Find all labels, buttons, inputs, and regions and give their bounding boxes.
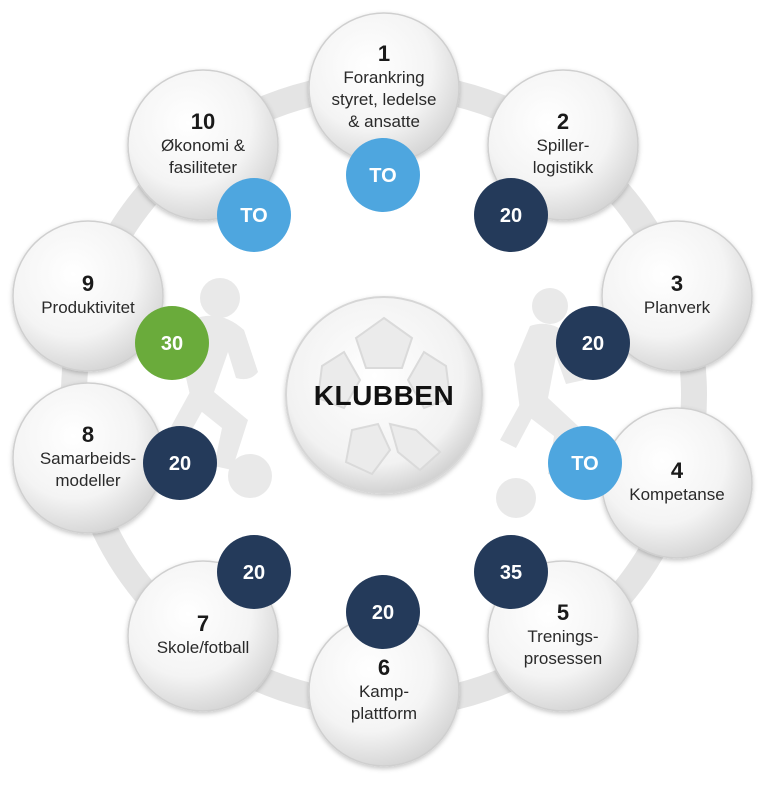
node-label-line: fasiliteter — [169, 158, 237, 177]
badge-circle — [217, 178, 291, 252]
node-label-line: Spiller- — [537, 136, 590, 155]
node-label-line: plattform — [351, 704, 417, 723]
node-number: 1 — [378, 41, 390, 66]
badge-circle — [474, 535, 548, 609]
node-label-line: modeller — [55, 471, 121, 490]
badge-circle — [217, 535, 291, 609]
badge-label: 20 — [372, 602, 394, 624]
badge-circle — [346, 138, 420, 212]
center-label: KLUBBEN — [314, 380, 454, 411]
node-circle — [12, 220, 164, 372]
node-label-line: styret, ledelse — [332, 90, 437, 109]
node-label-line: & ansatte — [348, 112, 420, 131]
node-label-line: Planverk — [644, 298, 711, 317]
badge-circle — [474, 178, 548, 252]
node-label-line: Skole/fotball — [157, 638, 250, 657]
node-number: 7 — [197, 611, 209, 636]
badge-label: TO — [240, 205, 267, 227]
ball-patch — [388, 422, 442, 472]
node-badge-4: TO — [548, 426, 622, 500]
node-number: 2 — [557, 109, 569, 134]
node-number: 9 — [82, 271, 94, 296]
center-football: KLUBBEN — [285, 296, 483, 494]
badge-circle — [143, 426, 217, 500]
node-circle — [601, 407, 753, 559]
node-number: 5 — [557, 600, 569, 625]
ball-patch — [344, 422, 392, 476]
node-badge-8: 20 — [143, 426, 217, 500]
node-label-line: Produktivitet — [41, 298, 135, 317]
node-badge-10: TO — [217, 178, 291, 252]
badge-label: 20 — [169, 453, 191, 475]
node-label-line: Kamp- — [359, 682, 409, 701]
ball-patch — [316, 350, 362, 410]
node-label-line: logistikk — [533, 158, 594, 177]
badge-label: TO — [571, 453, 598, 475]
badge-circle — [135, 306, 209, 380]
node-badge-5: 35 — [474, 535, 548, 609]
node-number: 8 — [82, 422, 94, 447]
badge-label: TO — [369, 165, 396, 187]
node-badge-2: 20 — [474, 178, 548, 252]
badge-circle — [556, 306, 630, 380]
node-label-line: Forankring — [343, 68, 424, 87]
node-label-line: Økonomi & — [161, 136, 246, 155]
badge-label: 30 — [161, 333, 183, 355]
node-label-line: prosessen — [524, 649, 602, 668]
node-label-line: Trenings- — [527, 627, 598, 646]
node-label-line: Samarbeids- — [40, 449, 136, 468]
node-badge-9: 30 — [135, 306, 209, 380]
badge-label: 20 — [582, 333, 604, 355]
node-number: 4 — [671, 458, 684, 483]
node-badge-7: 20 — [217, 535, 291, 609]
node-number: 6 — [378, 655, 390, 680]
badge-circle — [346, 575, 420, 649]
badge-circle — [548, 426, 622, 500]
ball-patch — [354, 316, 414, 369]
badge-label: 20 — [243, 562, 265, 584]
node-number: 3 — [671, 271, 683, 296]
node-badge-3: 20 — [556, 306, 630, 380]
badge-label: 20 — [500, 205, 522, 227]
node-circle — [601, 220, 753, 372]
node-badge-6: 20 — [346, 575, 420, 649]
node-badge-1: TO — [346, 138, 420, 212]
node-number: 10 — [191, 109, 215, 134]
ball-patch — [406, 350, 452, 410]
badge-label: 35 — [500, 562, 522, 584]
node-label-line: Kompetanse — [629, 485, 724, 504]
